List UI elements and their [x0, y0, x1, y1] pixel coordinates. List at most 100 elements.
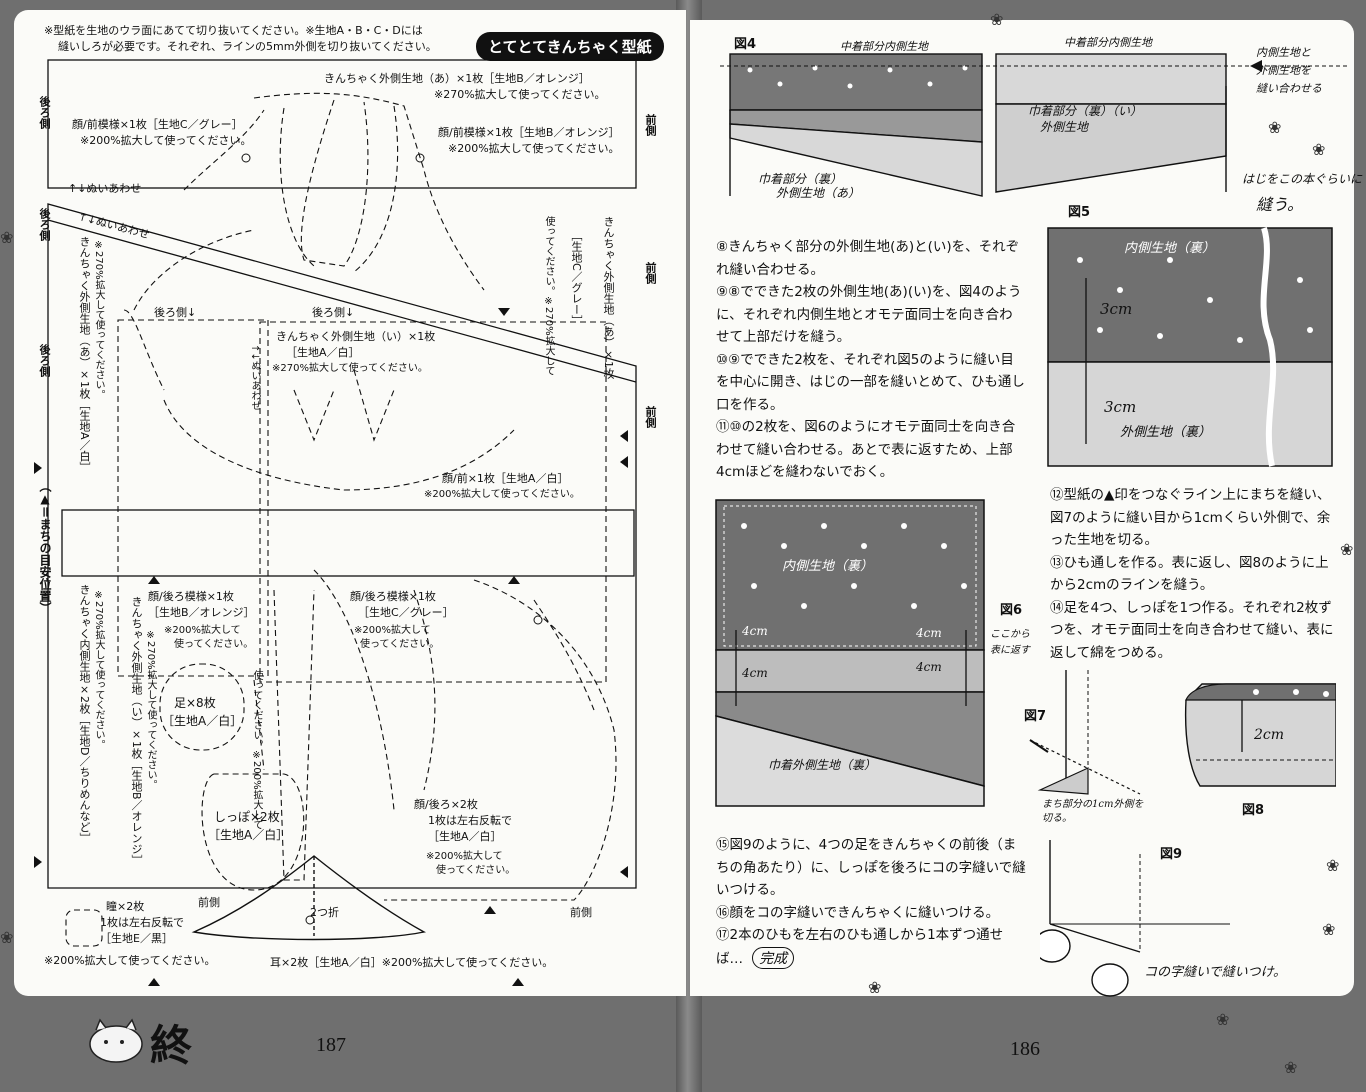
- fig4-note-3: 縫い合わせる: [1256, 82, 1322, 95]
- label-back-side-arrow-1: 後ろ側↓: [154, 306, 197, 319]
- label-eye-scale: ※200%拡大して使ってください。: [44, 954, 216, 967]
- label-face-front: 顔/前×1枚［生地A／白］: [442, 472, 569, 485]
- steps-12-14: ⑫型紙の▲印をつなぐライン上にまちを縫い、図7のように縫い目から1cmくらい外側…: [1050, 484, 1338, 664]
- step-17: ⑰2本のひもを左右のひも通しから1本ずつ通せば…: [716, 927, 1004, 967]
- fig6-4cm-3: 4cm: [742, 666, 768, 680]
- fig6-4cm-4: 4cm: [916, 660, 942, 674]
- fig6-4cm-1: 4cm: [742, 624, 768, 638]
- end-mark: 終: [150, 1021, 193, 1070]
- complete-badge: 完成: [752, 946, 795, 969]
- left-page-number: 187: [316, 1034, 346, 1056]
- paw-print-icon: ❀: [1216, 1010, 1230, 1029]
- fig7-note-2: 切る。: [1042, 813, 1072, 824]
- label-outer-i: きんちゃく外側生地（い）×1枚: [276, 330, 436, 343]
- vlabel-outer-i-scale: ※270%拡大して使ってください。: [145, 630, 156, 790]
- label-eye: 瞳×2枚: [106, 900, 145, 913]
- step-11: ⑪⑩の2枚を、図6のようにオモテ面同士を向き合わせて縫い合わせる。あとで表に返す…: [716, 419, 1016, 480]
- fig4-note-1: 内側生地と: [1256, 46, 1311, 59]
- label-back-side-2: 後ろ側: [38, 208, 51, 241]
- fig5-3cm-a: 3cm: [1100, 300, 1133, 318]
- label-face-back-scale2: 使ってください。: [436, 865, 516, 876]
- fig5-note-2: 縫う。: [1256, 195, 1304, 214]
- fig7-note-1: まち部分の1cm外側を: [1042, 799, 1144, 810]
- vlabel-outer-a: きんちゃく外側生地（あ）×1枚［生地A／白］: [78, 236, 91, 473]
- fig5-inner-label: 内側生地（裏）: [1124, 241, 1216, 256]
- fig6-4cm-2: 4cm: [916, 626, 942, 640]
- label-front-side-v3: 前側: [644, 406, 657, 428]
- intro-note-line1: ※型紙を生地のウラ面にあてて切り抜いてください。※生地A・B・C・Dには: [44, 24, 423, 37]
- fig5-note-1: はじをこの本ぐらいに: [1242, 172, 1363, 186]
- intro-note-line2: 縫いしろが必要です。それぞれ、ラインの5mm外側を切り抜いてください。: [58, 40, 437, 53]
- label-face-back: 顔/後ろ×2枚: [414, 798, 478, 811]
- fig9-note: コの字縫いで縫いつけ。: [1144, 965, 1286, 980]
- fig7-drawing: [1029, 670, 1141, 795]
- steps-15-17: ⑮図9のように、4つの足をきんちゃくの前後（まちの角あたり）に、しっぽを後ろにコ…: [716, 834, 1026, 970]
- fig6-note-1: ここから: [990, 629, 1030, 640]
- paw-print-icon: ❀: [1312, 140, 1326, 159]
- gusset-mark-note: （▲＝まちの目安位置）: [38, 480, 52, 615]
- fig5-label: 図5: [1068, 205, 1091, 220]
- fig6-inner-label: 内側生地（裏）: [782, 559, 874, 574]
- step-13: ⑬ひも通しを作る。表に返し、図8のように上から2cmのラインを縫う。: [1050, 554, 1329, 594]
- label-face-back-pattern-c: 顔/後ろ模様×1枚: [350, 590, 436, 603]
- pattern-diagram: [34, 59, 637, 986]
- vlabel-outer-a2: きんちゃく外側生地（あ）×1枚: [602, 216, 615, 379]
- step-8: ⑧きんちゃく部分の外側生地(あ)と(い)を、それぞれ縫い合わせる。: [716, 239, 1020, 278]
- label-face-front-pattern-b-scale: ※200%拡大して使ってください。: [448, 142, 620, 155]
- step-9: ⑨⑧でできた2枚の外側生地(あ)(い)を、図4のように、それぞれ内側生地とオモテ…: [716, 284, 1022, 345]
- fig8-2cm: 2cm: [1254, 727, 1285, 743]
- vlabel-outer-a-scale: ※270%拡大して使ってください。: [93, 240, 104, 400]
- label-ear: 耳×2枚［生地A／白］※200%拡大して使ってください。: [270, 956, 554, 969]
- fig4-label: 図4: [734, 37, 757, 52]
- paw-print-icon: ❀: [1322, 920, 1336, 939]
- label-eye-fabric: ［生地E／黒］: [100, 932, 173, 945]
- vlabel-outer-a2-fabric: ［生地C／グレー］: [570, 230, 583, 326]
- label-foot-fabric: ［生地A／白］: [162, 714, 243, 728]
- vlabel-outer-i: きんちゃく外側生地（い）×1枚［生地B／オレンジ］: [130, 596, 143, 866]
- paw-print-icon: ❀: [0, 928, 14, 947]
- label-front-side-1: 前側: [198, 896, 220, 909]
- paw-print-icon: ❀: [1340, 540, 1354, 559]
- fig4-part-a: 巾着部分（裏）: [758, 172, 843, 186]
- label-outer-i-scale: ※270%拡大して使ってください。: [272, 363, 428, 374]
- label-face-back-pattern-b-scale2: 使ってください。: [174, 639, 254, 650]
- label-face-back-pattern-b-fabric: ［生地B／オレンジ］: [148, 606, 255, 619]
- label-front-side-v1: 前側: [644, 114, 657, 136]
- vlabel-foot-scale: 使ってください。※200%拡大して: [251, 670, 262, 830]
- fig4-note-2: 外側生地を: [1256, 64, 1311, 77]
- label-face-front-scale: ※200%拡大して使ってください。: [424, 489, 580, 500]
- paw-print-icon: ❀: [868, 978, 882, 997]
- page-title: とてとてきんちゃく型紙: [476, 32, 664, 61]
- paw-print-icon: ❀: [0, 228, 14, 247]
- fig4-part-i: 巾着部分（裏）（い）: [1028, 104, 1143, 118]
- label-face-back-pattern-c-scale2: 使ってください。: [360, 639, 440, 650]
- steps-8-11: ⑧きんちゃく部分の外側生地(あ)と(い)を、それぞれ縫い合わせる。 ⑨⑧でできた…: [716, 236, 1026, 484]
- paw-print-icon: ❀: [1326, 856, 1340, 875]
- label-face-back-fabric: ［生地A／白］: [428, 830, 502, 843]
- label-back-side-3: 後ろ側: [38, 344, 51, 377]
- label-sew-together-1: ↑↓ぬいあわせ: [68, 182, 142, 195]
- fig9-label: 図9: [1160, 847, 1183, 862]
- step-12: ⑫型紙の▲印をつなぐライン上にまちを縫い、図7のように縫い目から1cmくらい外側…: [1050, 487, 1331, 548]
- fig8-drawing: [1184, 683, 1336, 787]
- step-14: ⑭足を4つ、しっぽを1つ作る。それぞれ2枚ずつを、オモテ面同士を向き合わせて縫い…: [1050, 599, 1334, 661]
- label-face-back-note: 1枚は左右反転で: [428, 814, 512, 827]
- label-back-side-arrow-2: 後ろ側↓: [312, 306, 355, 319]
- label-face-back-scale1: ※200%拡大して: [426, 851, 503, 862]
- fig6-drawing: [715, 499, 985, 807]
- fig6-label: 図6: [1000, 603, 1023, 618]
- paw-print-icon: ❀: [1268, 118, 1282, 137]
- label-outer-a: きんちゃく外側生地（あ）×1枚［生地B／オレンジ］: [324, 72, 590, 85]
- vlabel-sew-together: ↑↓ぬいあわせ: [249, 344, 260, 411]
- label-fold: 2つ折: [310, 906, 339, 919]
- label-face-back-pattern-c-fabric: ［生地C／グレー］: [358, 606, 454, 619]
- label-eye-note: 1枚は左右反転で: [100, 916, 184, 929]
- vlabel-outer-a2-scale: 使ってください。※270%拡大して: [543, 216, 554, 376]
- fig5-3cm-b: 3cm: [1104, 398, 1137, 416]
- cat-illustration: [89, 1018, 143, 1063]
- label-outer-a-scale: ※270%拡大して使ってください。: [434, 88, 606, 101]
- step-16: ⑯顔をコの字縫いできんちゃくに縫いつける。: [716, 904, 1000, 921]
- fig4-part-a-2: 外側生地（あ）: [776, 186, 861, 200]
- fig7-label: 図7: [1024, 709, 1047, 724]
- fig4-top-label-2: 中着部分内側生地: [1064, 36, 1152, 49]
